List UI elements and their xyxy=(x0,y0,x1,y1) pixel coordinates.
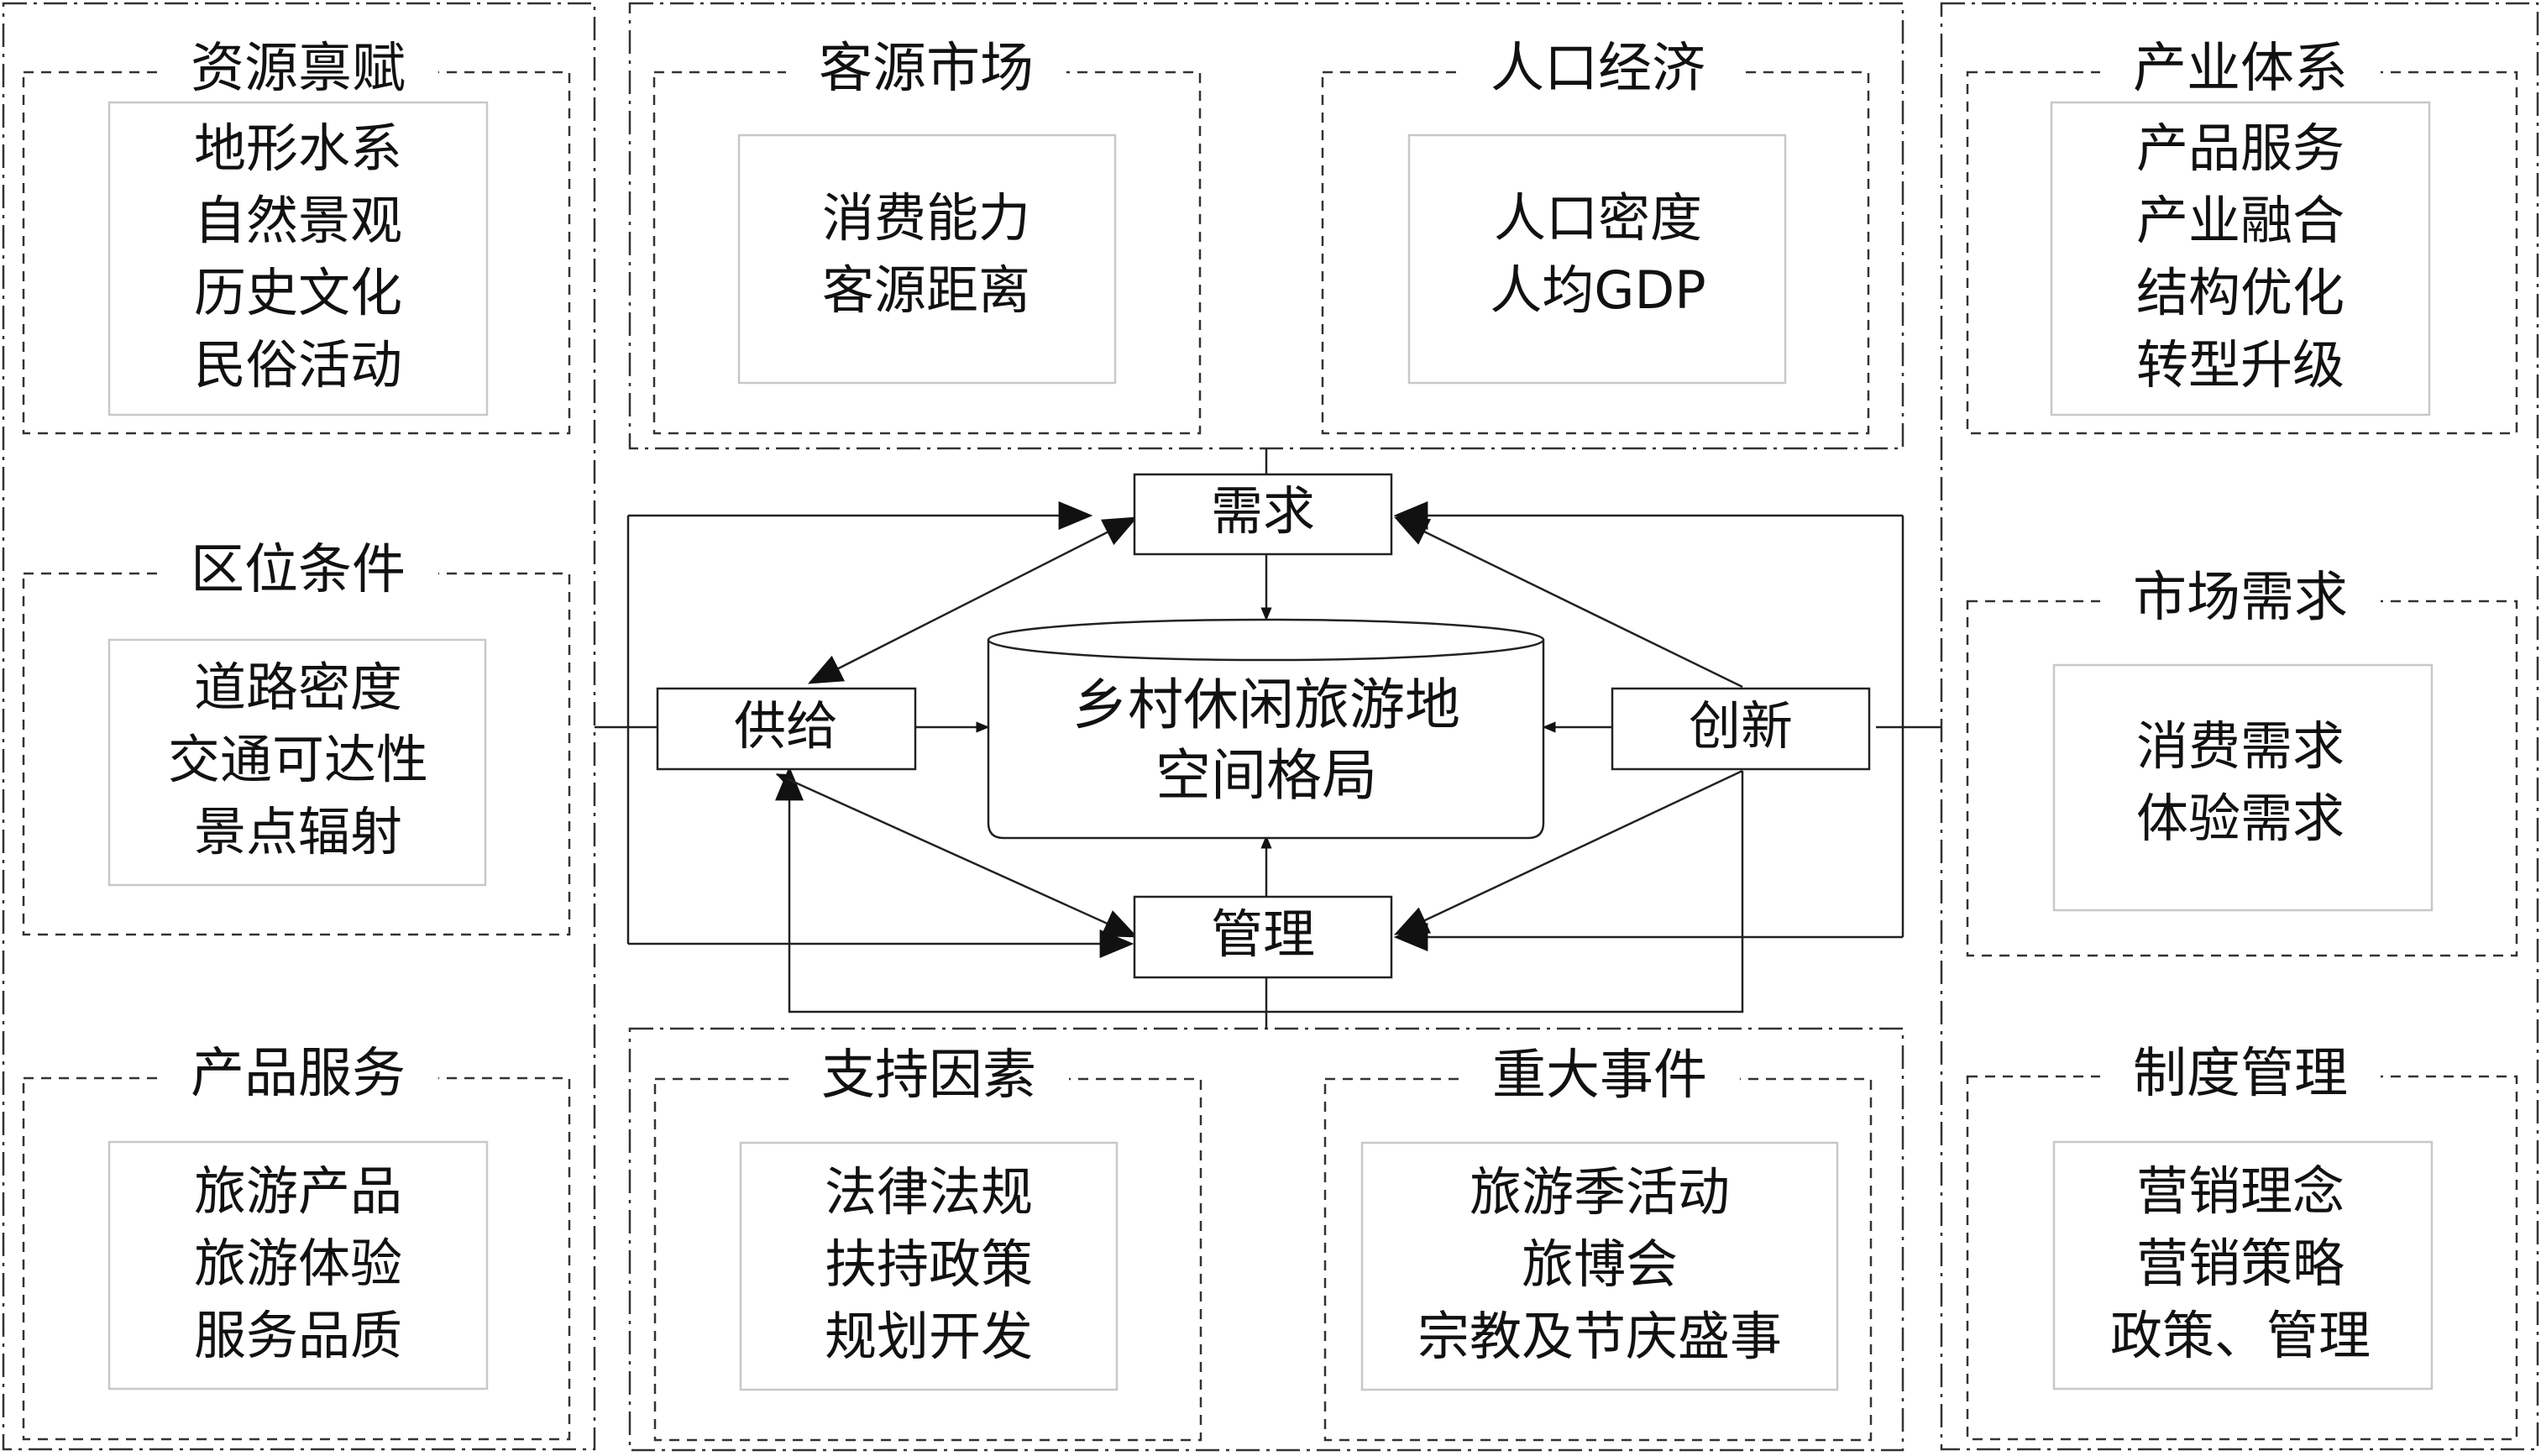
group-population-item: 人口密度 xyxy=(1494,187,1702,249)
group-support-item: 扶持政策 xyxy=(825,1233,1033,1295)
group-demand-title-gap xyxy=(2100,591,2381,611)
connection-lines xyxy=(595,448,1941,1029)
group-events-title: 重大事件 xyxy=(1492,1045,1707,1107)
group-market-title-gap xyxy=(786,62,1066,82)
node-innovation: 创新 xyxy=(1611,687,1871,771)
group-market-list-box xyxy=(737,134,1117,385)
group-population-item: 人均GDP xyxy=(1490,259,1705,321)
node-supply: 供给 xyxy=(656,687,917,771)
group-demand-item: 体验需求 xyxy=(2136,788,2345,849)
group-location-item: 交通可达性 xyxy=(168,729,428,790)
group-events-title-gap xyxy=(1459,1069,1740,1089)
group-population-title-gap xyxy=(1458,62,1738,82)
group-product-title-gap xyxy=(158,1068,438,1088)
group-support-item: 法律法规 xyxy=(825,1161,1033,1223)
group-resource-item: 历史文化 xyxy=(194,262,402,323)
group-market-title: 客源市场 xyxy=(819,38,1034,100)
factor-groups: 资源禀赋地形水系自然景观历史文化民俗活动区位条件道路密度交通可达性景点辐射产品服… xyxy=(22,38,2518,1442)
group-resource-title: 资源禀赋 xyxy=(191,38,406,100)
group-location-title-gap xyxy=(158,563,438,584)
center-title-line1: 乡村休闲旅游地 xyxy=(1072,673,1460,737)
center-title-line2: 空间格局 xyxy=(1155,743,1377,808)
group-industry-item: 产品服务 xyxy=(2136,118,2345,179)
group-resource-list-box xyxy=(107,101,489,416)
group-product-title: 产品服务 xyxy=(191,1043,406,1105)
group-resource-item: 地形水系 xyxy=(194,118,402,179)
group-product-item: 旅游产品 xyxy=(194,1160,402,1222)
group-location-item: 道路密度 xyxy=(194,657,402,718)
group-institution-title-gap xyxy=(2100,1066,2381,1087)
group-institution-item: 营销理念 xyxy=(2136,1160,2345,1222)
group-support-list-box xyxy=(739,1141,1119,1391)
group-events-item: 旅博会 xyxy=(1522,1233,1678,1295)
node-demand-label: 需求 xyxy=(1211,480,1315,542)
group-resource-title-gap xyxy=(158,62,438,82)
group-demand-list-box xyxy=(2052,663,2434,912)
group-events-item: 宗教及节庆盛事 xyxy=(1417,1306,1782,1367)
group-product-list-box xyxy=(107,1140,489,1391)
node-management-label: 管理 xyxy=(1211,903,1315,965)
group-institution-list-box xyxy=(2052,1140,2434,1391)
group-support-title: 支持因素 xyxy=(821,1045,1036,1107)
group-support-title-gap xyxy=(788,1069,1069,1089)
group-population-list-box xyxy=(1407,134,1787,385)
group-industry-item: 转型升级 xyxy=(2136,334,2345,395)
group-product-item: 旅游体验 xyxy=(194,1233,402,1294)
group-location-title: 区位条件 xyxy=(191,539,406,601)
group-institution-item: 政策、管理 xyxy=(2110,1305,2371,1366)
node-demand: 需求 xyxy=(1133,473,1393,556)
group-market-item: 客源距离 xyxy=(822,259,1030,321)
group-product-item: 服务品质 xyxy=(194,1305,402,1366)
node-management: 管理 xyxy=(1133,895,1393,979)
group-demand-item: 消费需求 xyxy=(2136,715,2345,777)
group-institution-item: 营销策略 xyxy=(2136,1233,2345,1294)
group-location-item: 景点辐射 xyxy=(194,801,402,862)
group-industry-title-gap xyxy=(2100,62,2381,82)
group-demand-title: 市场需求 xyxy=(2133,567,2348,629)
group-resource-item: 自然景观 xyxy=(194,190,402,251)
group-location-list-box xyxy=(107,638,487,887)
group-events-list-box xyxy=(1360,1141,1839,1391)
group-events-item: 旅游季活动 xyxy=(1470,1161,1730,1223)
center-cylinder: 乡村休闲旅游地 空间格局 xyxy=(987,618,1545,840)
group-industry-title: 产业体系 xyxy=(2133,38,2348,100)
group-population-title: 人口经济 xyxy=(1491,38,1705,100)
group-industry-list-box xyxy=(2050,101,2431,416)
left-panel xyxy=(2,2,596,1451)
group-support-item: 规划开发 xyxy=(825,1306,1033,1367)
node-innovation-label: 创新 xyxy=(1689,695,1793,757)
node-supply-label: 供给 xyxy=(734,695,838,757)
group-market-item: 消费能力 xyxy=(822,187,1030,249)
group-industry-item: 产业融合 xyxy=(2136,190,2345,251)
group-industry-item: 结构优化 xyxy=(2136,262,2345,323)
group-institution-title: 制度管理 xyxy=(2133,1043,2348,1105)
group-resource-item: 民俗活动 xyxy=(194,334,402,395)
